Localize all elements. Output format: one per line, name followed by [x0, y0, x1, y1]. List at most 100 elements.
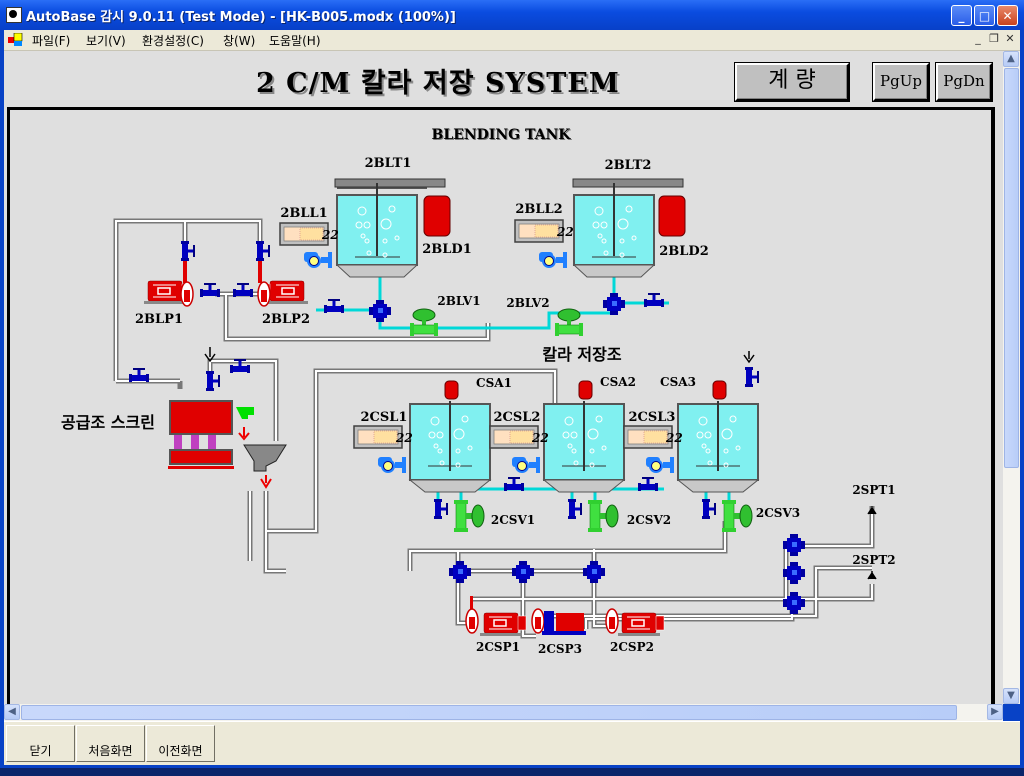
- horizontal-scrollbar[interactable]: ◀ ▶: [4, 704, 1003, 721]
- agitator-label-csa2: CSA2: [600, 375, 636, 389]
- tank-label-2blt1: 2BLT1: [365, 156, 412, 171]
- mdi-document-icon[interactable]: [8, 33, 23, 47]
- valve-icon[interactable]: [702, 499, 716, 519]
- level-label-2csl2: 2CSL2: [494, 410, 541, 425]
- control-valve-2csv2[interactable]: [587, 499, 619, 533]
- level-display-2bll2: [514, 219, 564, 243]
- pump-label-2csp3: 2CSP3: [538, 642, 582, 656]
- gauge-icon: [538, 251, 568, 269]
- home-screen-button[interactable]: 처음화면: [76, 725, 145, 762]
- bottom-toolbar: 닫기 처음화면 이전화면: [4, 721, 1020, 765]
- valve-icon[interactable]: [504, 477, 524, 491]
- valve-icon[interactable]: [324, 299, 344, 313]
- pump-2csp2[interactable]: [617, 612, 665, 637]
- tank-label-2blt2: 2BLT2: [605, 158, 652, 173]
- valve-label-2csv1: 2CSV1: [491, 513, 535, 527]
- valve-icon[interactable]: [568, 499, 582, 519]
- valve-icon[interactable]: [129, 368, 149, 382]
- blending-tank-1[interactable]: [334, 178, 451, 278]
- valve-icon[interactable]: [206, 371, 220, 391]
- mdi-minimize-button[interactable]: _: [975, 32, 981, 45]
- scroll-left-icon[interactable]: ◀: [4, 704, 20, 720]
- motor-label-2bld2: 2BLD2: [659, 244, 709, 259]
- horizontal-scroll-thumb[interactable]: [21, 705, 957, 720]
- level-display-2csl3: [623, 425, 673, 449]
- pump-case-icon: [257, 281, 271, 307]
- maximize-button[interactable]: □: [974, 5, 995, 26]
- storage-tank-3[interactable]: [676, 380, 760, 493]
- motor-label-2bld1: 2BLD1: [422, 242, 472, 257]
- arrow-up-icon: [867, 506, 877, 515]
- close-button[interactable]: ✕: [997, 5, 1018, 26]
- valve-icon[interactable]: [512, 561, 534, 583]
- control-valve-2csv3[interactable]: [721, 499, 753, 533]
- close-screen-button[interactable]: 닫기: [6, 725, 75, 762]
- valve-icon[interactable]: [583, 561, 605, 583]
- vertical-scrollbar[interactable]: ▲ ▼: [1003, 51, 1020, 704]
- menu-settings[interactable]: 환경설정(C): [142, 34, 204, 48]
- valve-icon[interactable]: [233, 283, 253, 297]
- arrow-down-icon: [204, 347, 216, 363]
- previous-screen-button[interactable]: 이전화면: [146, 725, 215, 762]
- level-value-2csl3: 22: [665, 431, 683, 445]
- valve-icon[interactable]: [644, 293, 664, 307]
- gauge-icon: [511, 456, 541, 474]
- measure-button[interactable]: 계 량: [734, 62, 850, 102]
- process-panel: [7, 107, 995, 704]
- pump-label-2csp1: 2CSP1: [476, 640, 520, 654]
- mdi-restore-button[interactable]: ❐: [989, 32, 999, 45]
- valve-label-2csv2: 2CSV2: [627, 513, 671, 527]
- blending-tank-2[interactable]: [572, 178, 686, 278]
- menu-help[interactable]: 도움말(H): [269, 34, 321, 48]
- level-label-2csl3: 2CSL3: [629, 410, 676, 425]
- level-label-2csl1: 2CSL1: [361, 410, 408, 425]
- menu-file[interactable]: 파일(F): [32, 34, 71, 48]
- pump-label-2blp2: 2BLP2: [262, 312, 310, 327]
- outlet-label-2spt1: 2SPT1: [852, 483, 895, 497]
- vertical-scroll-thumb[interactable]: [1004, 68, 1019, 468]
- valve-icon[interactable]: [745, 367, 759, 387]
- menu-window[interactable]: 창(W): [223, 34, 256, 48]
- scroll-up-icon[interactable]: ▲: [1003, 51, 1019, 67]
- title-bar[interactable]: AutoBase 감시 9.0.11 (Test Mode) - [HK-B00…: [0, 0, 1024, 30]
- pgup-button[interactable]: PgUp: [872, 62, 930, 102]
- blending-tank-title: BLENDING TANK: [432, 127, 572, 143]
- control-valve-2blv2[interactable]: [554, 308, 584, 337]
- pgdn-button[interactable]: PgDn: [935, 62, 993, 102]
- valve-label-2blv1: 2BLV1: [437, 294, 480, 308]
- page-title: 2 C/M 칼라 저장 SYSTEM: [256, 68, 620, 99]
- scroll-down-icon[interactable]: ▼: [1003, 688, 1019, 704]
- storage-title: 칼라 저장조: [542, 345, 621, 364]
- screen-machine[interactable]: [168, 400, 287, 489]
- valve-icon[interactable]: [638, 477, 658, 491]
- valve-icon[interactable]: [434, 499, 448, 519]
- valve-icon[interactable]: [449, 561, 471, 583]
- valve-icon[interactable]: [369, 300, 391, 322]
- gauge-icon: [377, 456, 407, 474]
- control-valve-2csv1[interactable]: [453, 499, 485, 533]
- scroll-right-icon[interactable]: ▶: [987, 704, 1003, 720]
- pump-2csp3[interactable]: [542, 611, 586, 635]
- valve-icon[interactable]: [200, 283, 220, 297]
- arrow-down-icon: [743, 351, 755, 364]
- outlet-label-2spt2: 2SPT2: [852, 553, 895, 567]
- menu-view[interactable]: 보기(V): [86, 34, 126, 48]
- level-display-2bll1: [279, 222, 329, 246]
- minimize-button[interactable]: _: [951, 5, 972, 26]
- control-valve-2blv1[interactable]: [409, 308, 439, 337]
- app-icon: [6, 7, 22, 23]
- valve-label-2blv2: 2BLV2: [506, 296, 549, 310]
- screen-title: 공급조 스크린: [61, 413, 155, 432]
- valve-icon[interactable]: [256, 241, 270, 261]
- pump-2csp1[interactable]: [479, 612, 527, 637]
- pump-case-icon: [605, 608, 619, 634]
- storage-tank-1[interactable]: [408, 380, 492, 493]
- level-label-2bll2: 2BLL2: [515, 202, 562, 217]
- mdi-close-button[interactable]: ✕: [1005, 32, 1015, 45]
- valve-icon[interactable]: [181, 241, 195, 261]
- agitator-label-csa3: CSA3: [660, 375, 696, 389]
- arrow-up-icon: [867, 571, 877, 580]
- level-display-2csl1: [353, 425, 403, 449]
- process-diagram: BLENDING TANK: [61, 127, 896, 656]
